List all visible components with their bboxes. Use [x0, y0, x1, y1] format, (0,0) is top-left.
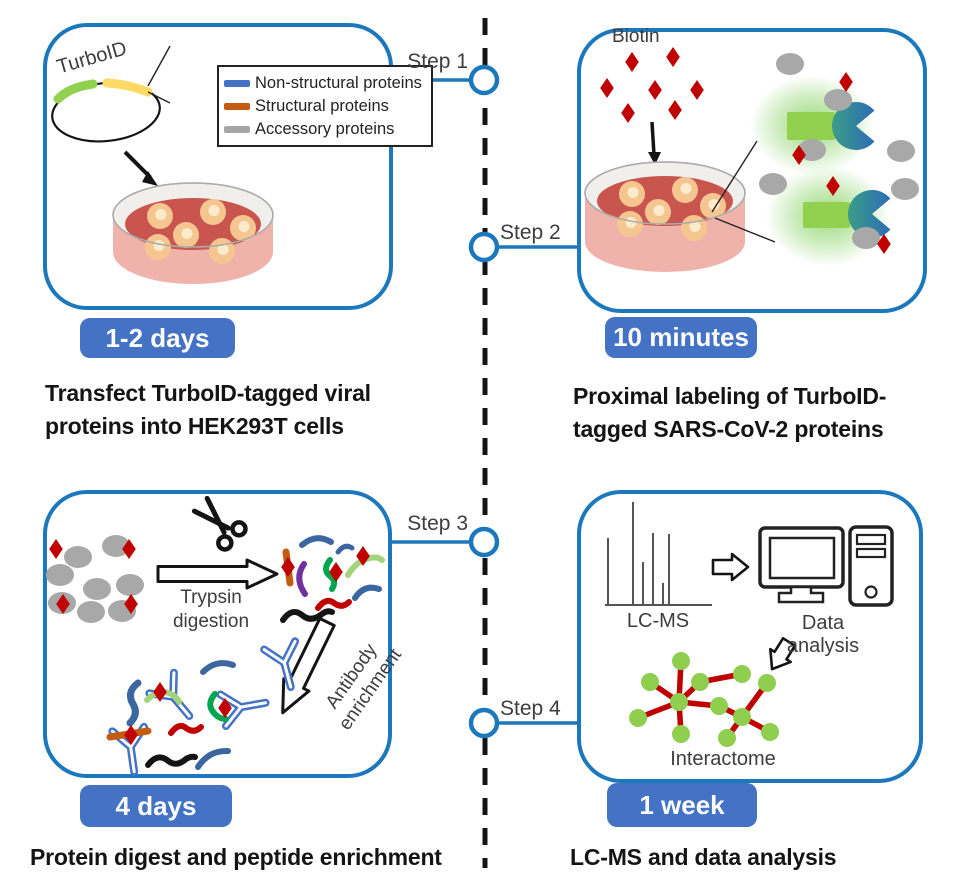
enrichment-arrow-icon [281, 616, 336, 715]
step-1-label: Step 1 [407, 50, 468, 73]
viral-protein-icon [803, 202, 850, 228]
computer-icon [758, 525, 894, 607]
zoom-callout-lines [711, 140, 776, 243]
trypsin-arrow-icon [156, 558, 279, 590]
caption-analysis: LC-MS and data analysis [570, 844, 837, 870]
scissors-icon [191, 495, 248, 552]
accessory-color-swatch [224, 125, 250, 133]
caption-transfection: Transfect TurboID-tagged viral proteins … [45, 380, 371, 439]
transfection-arrow-icon [123, 150, 158, 186]
legend-label: Non-structural proteins [255, 73, 422, 92]
peptide-fragments [280, 535, 385, 623]
interactome-network [629, 652, 779, 747]
step-3-label: Step 3 [407, 512, 468, 535]
caption-digestion: Protein digest and peptide enrichment [30, 844, 442, 870]
digestion-art [46, 495, 385, 778]
transfection-art [51, 45, 274, 284]
legend-label: Accessory proteins [255, 119, 395, 138]
lcms-chromatogram-icon [605, 502, 712, 606]
duration-badge-labeling: 10 minutes [605, 317, 757, 358]
panel-transfection: Non-structural proteins Structural prote… [43, 23, 433, 310]
legend-row-accessory: Accessory proteins [224, 118, 426, 140]
biotin-label: Biotin [612, 26, 660, 47]
duration-badge-analysis: 1 week [607, 783, 757, 827]
data-analysis-label: Data analysis [786, 612, 860, 657]
step-2-label: Step 2 [500, 221, 561, 244]
caption-labeling: Proximal labeling of TurboID-tagged SARS… [573, 383, 887, 442]
legend-label: Structural proteins [255, 96, 389, 115]
viral-protein-icon [787, 112, 835, 140]
analysis-art [605, 502, 894, 747]
antibody-capture-group [106, 641, 306, 774]
turboid-enzyme-icon [831, 102, 875, 150]
legend-row-nonstructural: Non-structural proteins [224, 72, 426, 94]
labeling-art [584, 47, 919, 272]
turboid-complex-1 [750, 53, 875, 175]
panel-labeling [577, 28, 927, 313]
petri-dish-icon [584, 161, 746, 272]
trypsin-digestion-label: Trypsin digestion [172, 587, 250, 632]
lcms-label: LC-MS [626, 610, 690, 632]
plasmid-icon [51, 45, 171, 143]
duration-badge-digestion: 4 days [80, 785, 232, 827]
to-computer-arrow-icon [711, 552, 750, 582]
panel-digestion [43, 490, 392, 778]
legend-row-structural: Structural proteins [224, 95, 426, 117]
biotin-arrow-icon [648, 121, 661, 165]
protein-cluster [46, 535, 144, 623]
protein-legend: Non-structural proteins Structural prote… [217, 65, 433, 147]
step-circles [468, 64, 500, 739]
nonstructural-color-swatch [224, 79, 250, 87]
step-connectors [392, 78, 577, 725]
interactome-label: Interactome [670, 748, 776, 770]
to-network-arrow-icon [769, 636, 797, 671]
lcms-peaks [607, 502, 670, 605]
structural-color-swatch [224, 102, 250, 110]
turboid-complex-2 [759, 140, 919, 266]
duration-badge-transfection: 1-2 days [80, 318, 235, 358]
step-4-label: Step 4 [500, 697, 561, 720]
panel-analysis [577, 490, 923, 783]
tower-icon [848, 525, 894, 607]
biotin-diamonds [600, 47, 704, 123]
petri-dish-icon [112, 182, 274, 284]
turboid-enzyme-icon [847, 190, 891, 238]
